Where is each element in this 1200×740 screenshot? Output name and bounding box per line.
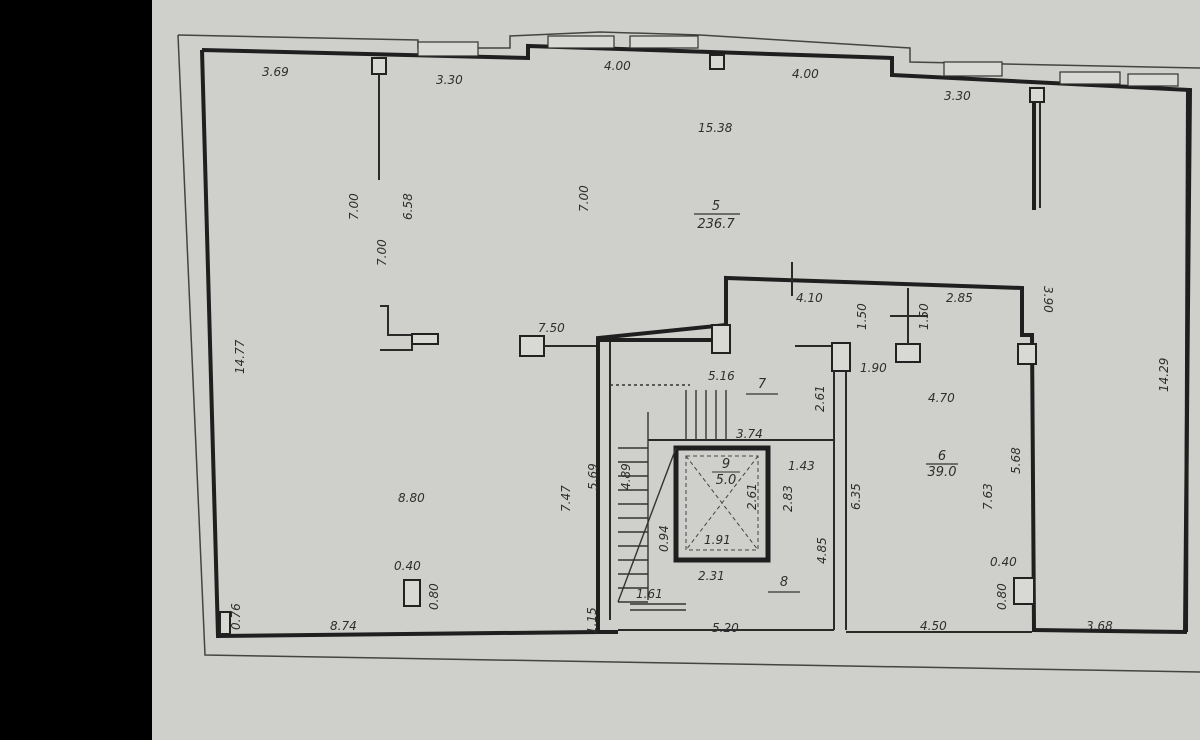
column-1 (371, 57, 387, 75)
window-3 (629, 35, 699, 49)
dim-14-77: 14.77 (233, 339, 247, 374)
column-5 (711, 324, 731, 354)
room-7-number: 7 (758, 377, 767, 392)
stair-wall-left (596, 338, 618, 634)
window-6 (1127, 73, 1179, 87)
room-5-label: 5 236.7 (694, 199, 740, 232)
dim-6-58: 6.58 (401, 193, 415, 220)
dim-3-30-b: 3.30 (944, 89, 971, 103)
room-9-area: 5.0 (716, 473, 737, 488)
dim-1-43: 1.43 (788, 459, 815, 473)
column-10 (403, 579, 421, 607)
dim-3-68: 3.68 (1086, 619, 1113, 633)
dim-0-80-b: 0.80 (995, 583, 1009, 610)
dim-14-29: 14.29 (1157, 358, 1171, 392)
room-6-area: 39.0 (928, 465, 957, 480)
window-5 (1059, 71, 1121, 85)
dim-4-89: 4.89 (619, 463, 633, 490)
room-6-label: 6 39.0 (926, 449, 958, 480)
dim-2-31: 2.31 (698, 569, 725, 583)
right-wall (1184, 89, 1190, 633)
dim-4-85: 4.85 (815, 537, 829, 564)
window-2 (547, 35, 615, 49)
room-9-number: 9 (722, 457, 730, 472)
dim-15-38: 15.38 (698, 121, 733, 135)
column-7 (895, 343, 921, 363)
dim-4-00-b: 4.00 (792, 67, 819, 81)
dim-1-90: 1.90 (860, 361, 887, 375)
dim-2-85: 2.85 (946, 291, 973, 305)
dim-8-74: 8.74 (330, 619, 357, 633)
column-2 (709, 54, 725, 70)
column-ledge (411, 333, 439, 345)
column-l-shape (380, 305, 413, 351)
elevator-cabin (685, 455, 759, 551)
column-6 (831, 342, 851, 372)
dim-4-00-a: 4.00 (604, 59, 631, 73)
dimension-labels: 3.69 3.30 4.00 4.00 3.30 15.38 7.00 6.58… (229, 59, 1171, 635)
dim-1-15: 1.15 (585, 607, 599, 634)
column-4 (519, 335, 545, 357)
dim-5-16: 5.16 (708, 369, 735, 383)
dim-0-76: 0.76 (229, 603, 243, 630)
column-3 (1029, 87, 1045, 103)
dim-6-35: 6.35 (849, 483, 863, 510)
room-7-label: 7 (746, 377, 778, 395)
dim-4-50: 4.50 (920, 619, 947, 633)
dim-2-61-b: 2.61 (745, 483, 759, 510)
dim-3-69: 3.69 (262, 65, 289, 79)
dim-1-61: 1.61 (636, 587, 663, 601)
dim-3-74: 3.74 (736, 427, 763, 441)
window-1 (417, 41, 479, 57)
dim-1-50-b: 1.50 (917, 303, 931, 330)
dim-7-50: 7.50 (538, 321, 565, 335)
room-6-number: 6 (938, 449, 946, 464)
dim-0-40-b: 0.40 (990, 555, 1017, 569)
dim-8-80: 8.80 (398, 491, 425, 505)
room-5-number: 5 (712, 199, 720, 214)
dim-2-83: 2.83 (781, 485, 795, 512)
staircase (610, 384, 727, 611)
column-8 (1017, 343, 1037, 365)
room-8-number: 8 (780, 575, 788, 590)
elevator-cross-2 (685, 455, 759, 551)
window-4 (943, 61, 1003, 77)
dim-4-10: 4.10 (796, 291, 823, 305)
dim-7-00-c: 7.00 (375, 239, 389, 266)
dim-1-50-a: 1.50 (855, 303, 869, 330)
black-border (0, 0, 152, 740)
outer-contour-left (177, 34, 1200, 673)
dim-3-30-a: 3.30 (436, 73, 463, 87)
dim-0-80-a: 0.80 (427, 583, 441, 610)
dim-0-40-a: 0.40 (394, 559, 421, 573)
dim-7-63: 7.63 (981, 483, 995, 510)
dim-0-94: 0.94 (657, 525, 671, 552)
dim-1-91: 1.91 (704, 533, 731, 547)
room-5-area: 236.7 (697, 217, 735, 232)
dim-7-00-b: 7.00 (577, 185, 591, 212)
room-9-label: 9 5.0 (712, 457, 740, 488)
dim-7-47: 7.47 (559, 485, 573, 512)
room-8-label: 8 (768, 575, 800, 593)
dim-5-68: 5.68 (1009, 447, 1023, 474)
dim-5-20: 5.20 (712, 621, 739, 635)
elevator-shaft (673, 445, 771, 563)
dim-4-70: 4.70 (928, 391, 955, 405)
dim-5-69: 5.69 (586, 463, 600, 490)
column-corner (219, 611, 231, 635)
dim-3-90: 3.90 (1041, 286, 1055, 313)
paper-sheet (152, 0, 1200, 740)
column-9 (1013, 577, 1035, 605)
dim-2-61: 2.61 (813, 385, 827, 412)
dim-7-00-a: 7.00 (347, 193, 361, 220)
